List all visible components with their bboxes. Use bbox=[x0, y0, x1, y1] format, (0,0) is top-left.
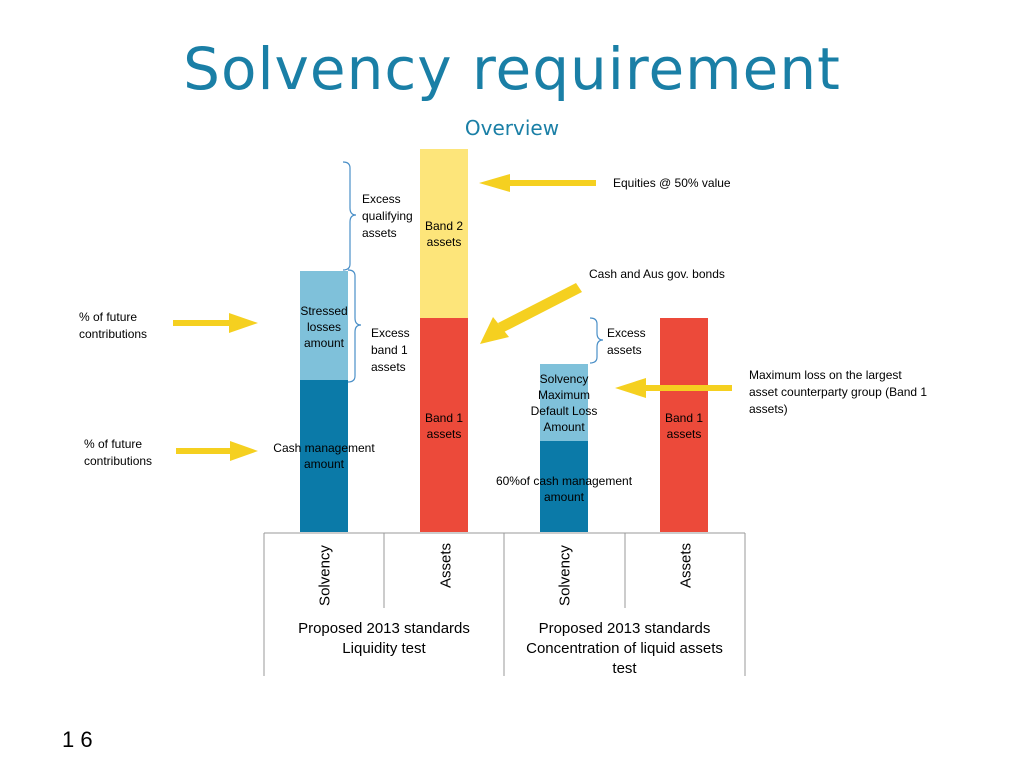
annotation-future-contributions-1: % of future contributions bbox=[79, 310, 148, 341]
arrow-max-loss bbox=[615, 378, 732, 398]
category-label-2: Solvency bbox=[556, 545, 574, 606]
annotation-future-contributions-2: % of future contributions bbox=[84, 437, 153, 468]
annotation-excess-band1: Excess band 1 assets bbox=[371, 326, 410, 374]
bar-segment-0-0 bbox=[300, 380, 348, 532]
category-label-0: Solvency bbox=[316, 545, 334, 606]
annotation-excess-qualifying: Excess qualifying assets bbox=[362, 192, 413, 240]
bar-segment-1-1 bbox=[420, 149, 468, 318]
bar-segment-label-2-1: Solvency Maximum Default Loss Amount bbox=[530, 372, 598, 434]
arrow-future-contributions-1 bbox=[173, 313, 258, 333]
bar-segment-2-0 bbox=[540, 441, 588, 532]
group-label-concentration: Proposed 2013 standards Concentration of… bbox=[526, 620, 723, 677]
bar-segment-label-0-0: Cash management amount bbox=[273, 441, 375, 471]
bar-segment-label-1-1: Band 2 assets bbox=[424, 219, 464, 249]
annotation-max-loss: Maximum loss on the largest asset counte… bbox=[749, 368, 928, 416]
annotation-equities: Equities @ 50% value bbox=[613, 176, 731, 190]
group-label-liquidity: Proposed 2013 standards Liquidity test bbox=[298, 620, 470, 657]
annotation-cash-bonds: Cash and Aus gov. bonds bbox=[589, 267, 725, 281]
bar-segment-label-3-0: Band 1 assets bbox=[664, 411, 704, 441]
bar-segment-label-1-0: Band 1 assets bbox=[424, 411, 464, 441]
page-title: Solvency requirement bbox=[183, 35, 841, 103]
bar-segment-label-2-0: 60%of cash management amount bbox=[495, 474, 633, 504]
bar-segment-3-0 bbox=[660, 318, 708, 532]
brace-excess-assets bbox=[589, 317, 604, 364]
arrow-cash-bonds bbox=[480, 283, 582, 344]
page-number: 1 6 bbox=[62, 727, 93, 752]
bar-segment-0-1 bbox=[300, 271, 348, 380]
brace-excess-qualifying bbox=[342, 161, 357, 271]
bar-segment-label-0-1: Stressed losses amount bbox=[300, 304, 348, 350]
arrow-equities bbox=[479, 174, 596, 192]
bar-segment-1-0 bbox=[420, 318, 468, 532]
bar-segment-2-1 bbox=[540, 364, 588, 441]
arrow-future-contributions-2 bbox=[176, 441, 258, 461]
page-subtitle: Overview bbox=[464, 116, 560, 140]
category-label-1: Assets bbox=[437, 543, 455, 589]
category-label-3: Assets bbox=[677, 543, 695, 589]
brace-excess-band1 bbox=[347, 269, 362, 383]
annotation-excess-assets: Excess assets bbox=[607, 326, 646, 357]
